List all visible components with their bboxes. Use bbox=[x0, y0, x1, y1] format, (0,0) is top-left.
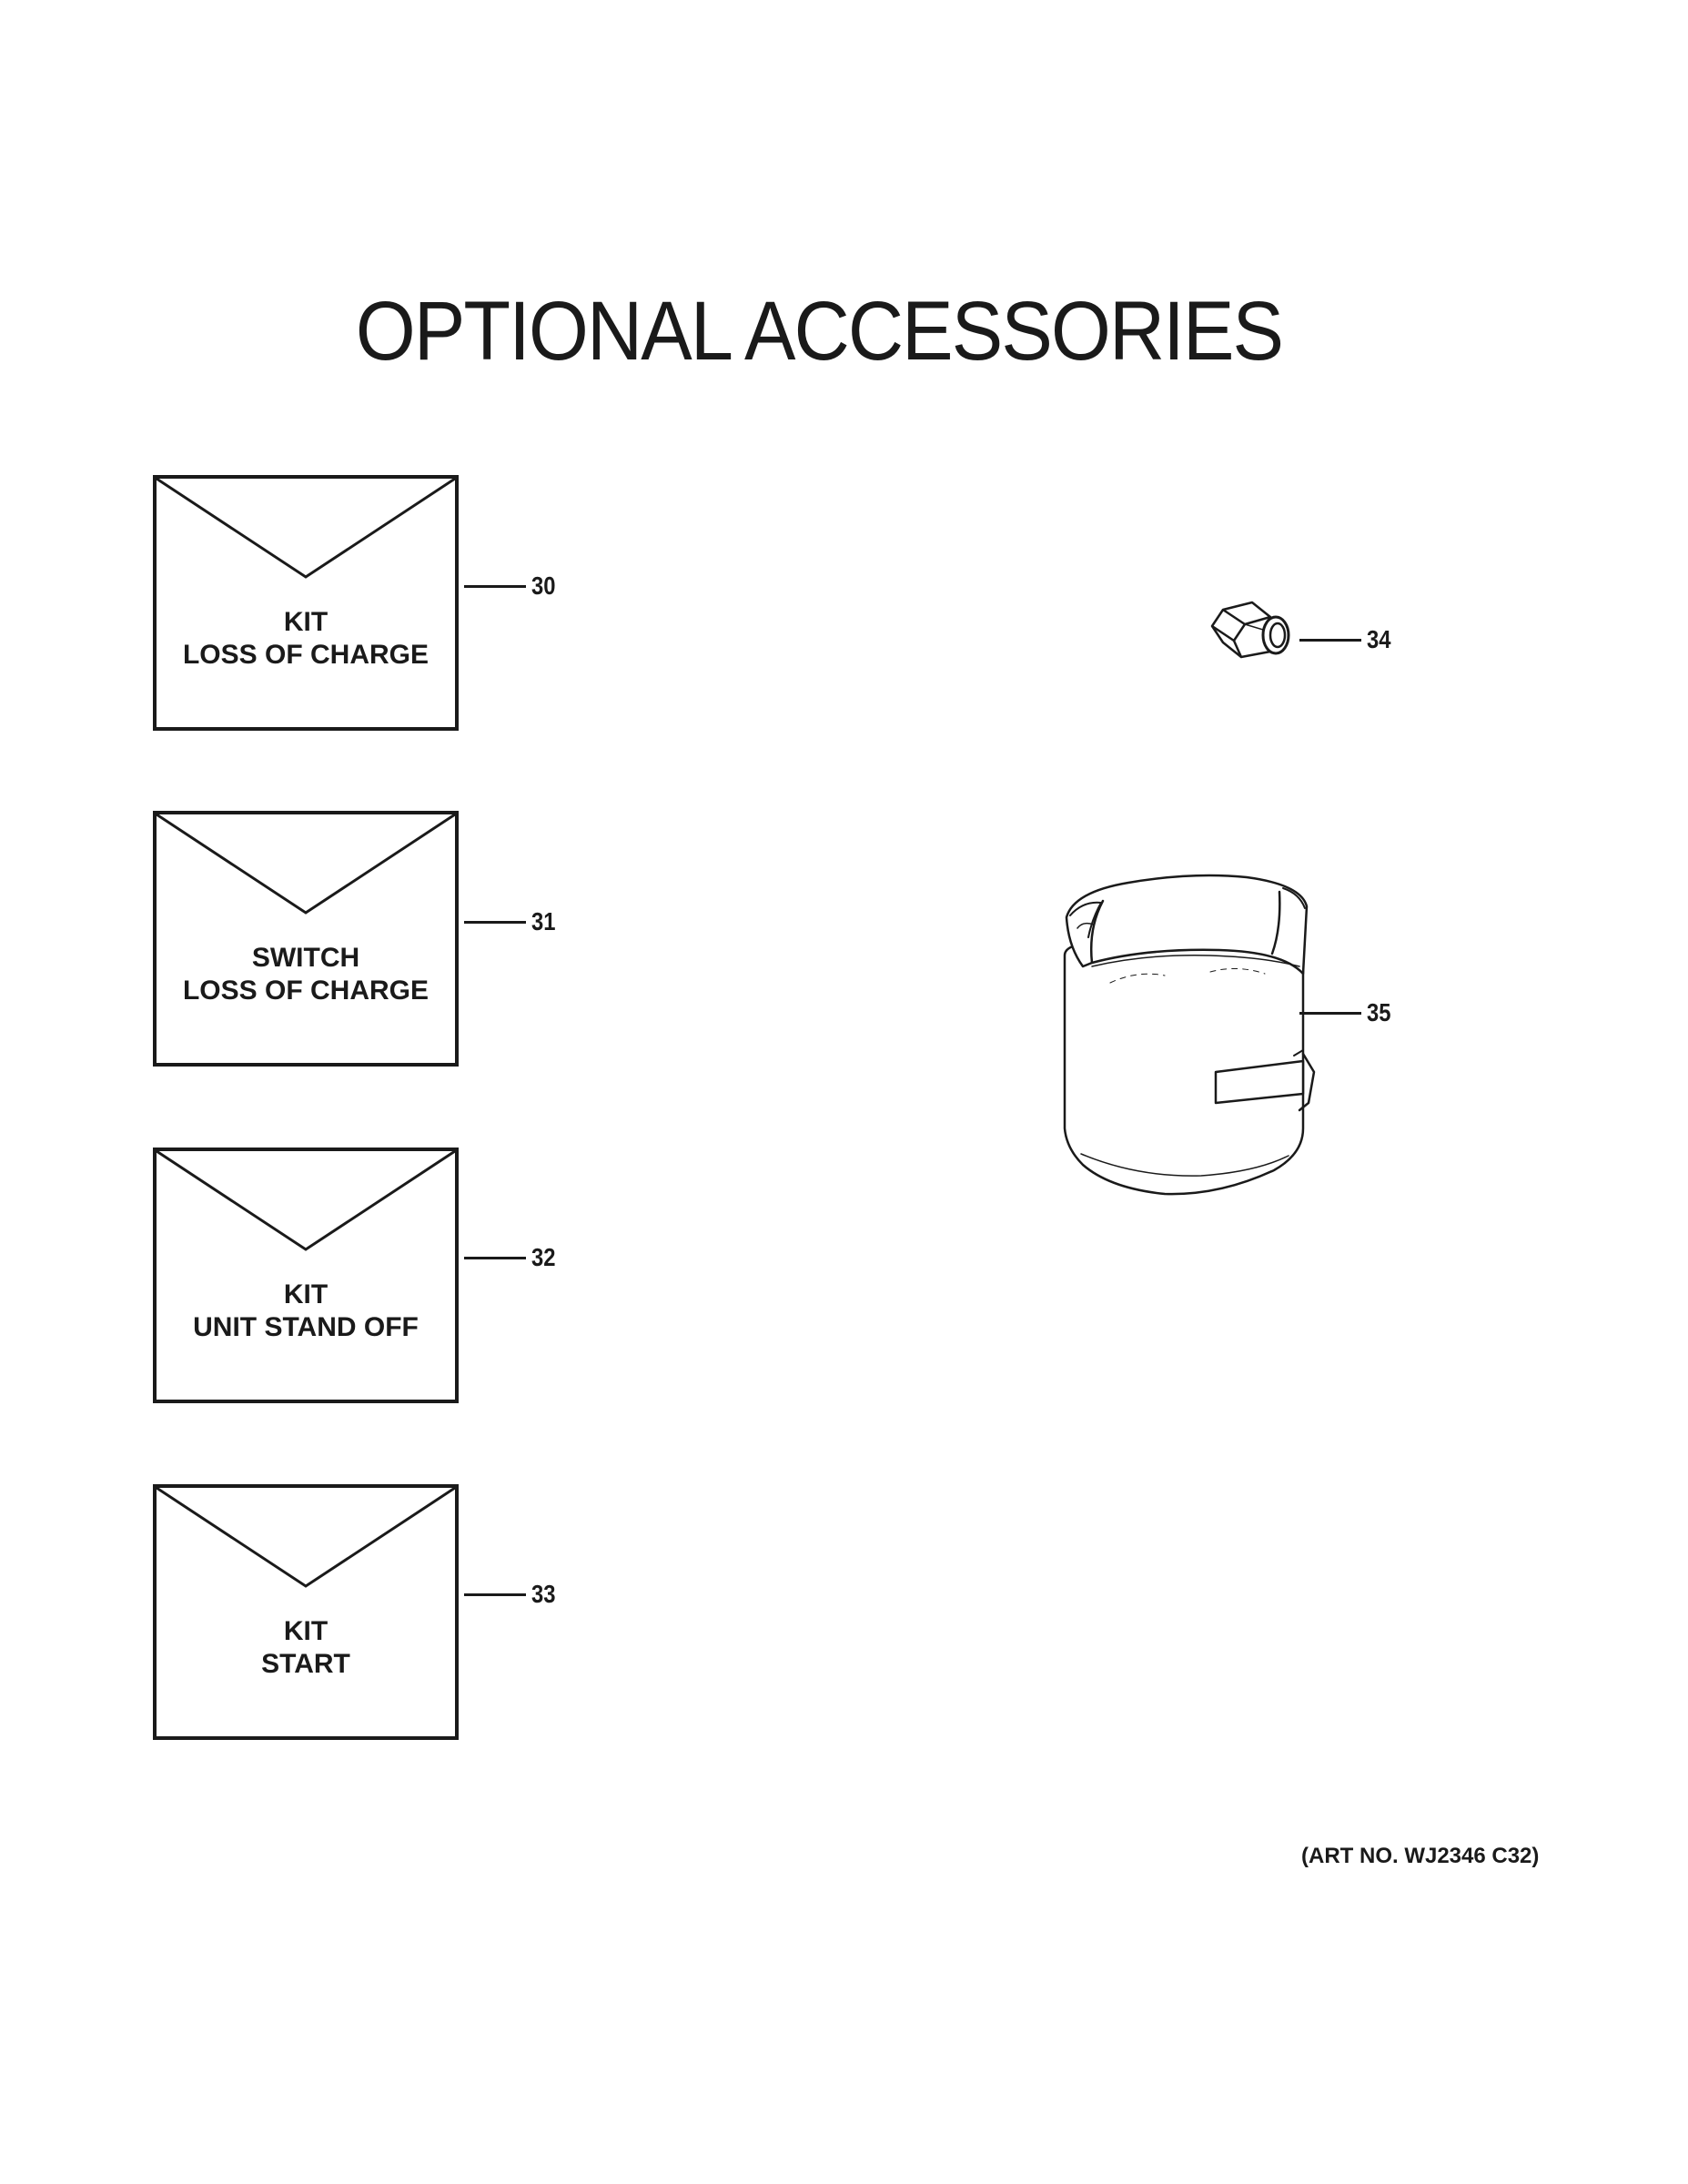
kit-label: SWITCH LOSS OF CHARGE bbox=[157, 942, 455, 1007]
kit-label-line2: START bbox=[261, 1649, 350, 1679]
kit-label-line1: SWITCH bbox=[251, 943, 360, 973]
callout-33: 33 bbox=[531, 1580, 556, 1608]
kit-box-32: KIT UNIT STAND OFF bbox=[153, 1148, 459, 1403]
envelope-flap-icon bbox=[157, 1151, 455, 1251]
callout-31: 31 bbox=[531, 907, 556, 935]
callout-35: 35 bbox=[1367, 998, 1391, 1026]
leader-line-31 bbox=[464, 921, 526, 924]
callout-32: 32 bbox=[531, 1243, 556, 1271]
kit-box-33: KIT START bbox=[153, 1484, 459, 1740]
leader-line-33 bbox=[464, 1593, 526, 1596]
envelope-flap-icon bbox=[157, 814, 455, 915]
leader-line-35 bbox=[1299, 1012, 1361, 1015]
kit-label: KIT UNIT STAND OFF bbox=[157, 1279, 455, 1344]
callout-30: 30 bbox=[531, 571, 556, 600]
kit-label-line1: KIT bbox=[283, 607, 329, 637]
kit-label: KIT START bbox=[157, 1615, 455, 1681]
leader-line-32 bbox=[464, 1257, 526, 1259]
kit-label: KIT LOSS OF CHARGE bbox=[157, 606, 455, 672]
envelope-flap-icon bbox=[157, 479, 455, 579]
kit-label-line2: LOSS OF CHARGE bbox=[182, 640, 429, 670]
leader-line-30 bbox=[464, 585, 526, 588]
art-number: (ART NO. WJ2346 C32) bbox=[1301, 1844, 1540, 1868]
kit-box-30: KIT LOSS OF CHARGE bbox=[153, 475, 459, 731]
leader-line-34 bbox=[1299, 639, 1361, 642]
page-title: OPTIONAL ACCESSORIES bbox=[355, 285, 1284, 378]
kit-box-31: SWITCH LOSS OF CHARGE bbox=[153, 811, 459, 1067]
kit-label-line2: LOSS OF CHARGE bbox=[182, 976, 429, 1006]
kit-label-line1: KIT bbox=[283, 1616, 329, 1646]
callout-34: 34 bbox=[1367, 625, 1391, 653]
kit-label-line1: KIT bbox=[283, 1279, 329, 1309]
envelope-flap-icon bbox=[157, 1488, 455, 1588]
hex-nut-icon bbox=[1210, 601, 1290, 659]
insulation-jacket-icon bbox=[1063, 874, 1316, 1196]
kit-label-line2: UNIT STAND OFF bbox=[193, 1312, 419, 1342]
